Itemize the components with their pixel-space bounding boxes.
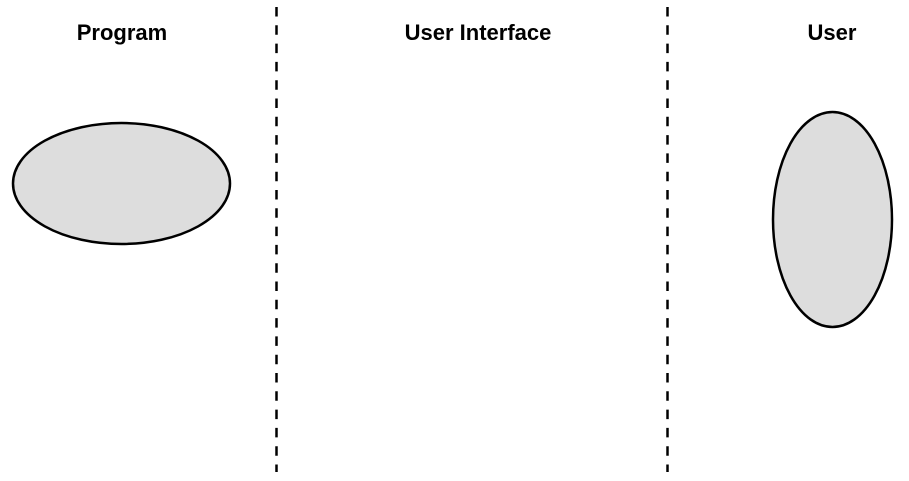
column-header-user: User <box>807 20 857 45</box>
column-header-user-interface: User Interface <box>404 20 552 45</box>
user-ellipse <box>771 110 894 329</box>
program-ellipse <box>11 121 232 246</box>
column-header-program: Program <box>76 20 168 45</box>
